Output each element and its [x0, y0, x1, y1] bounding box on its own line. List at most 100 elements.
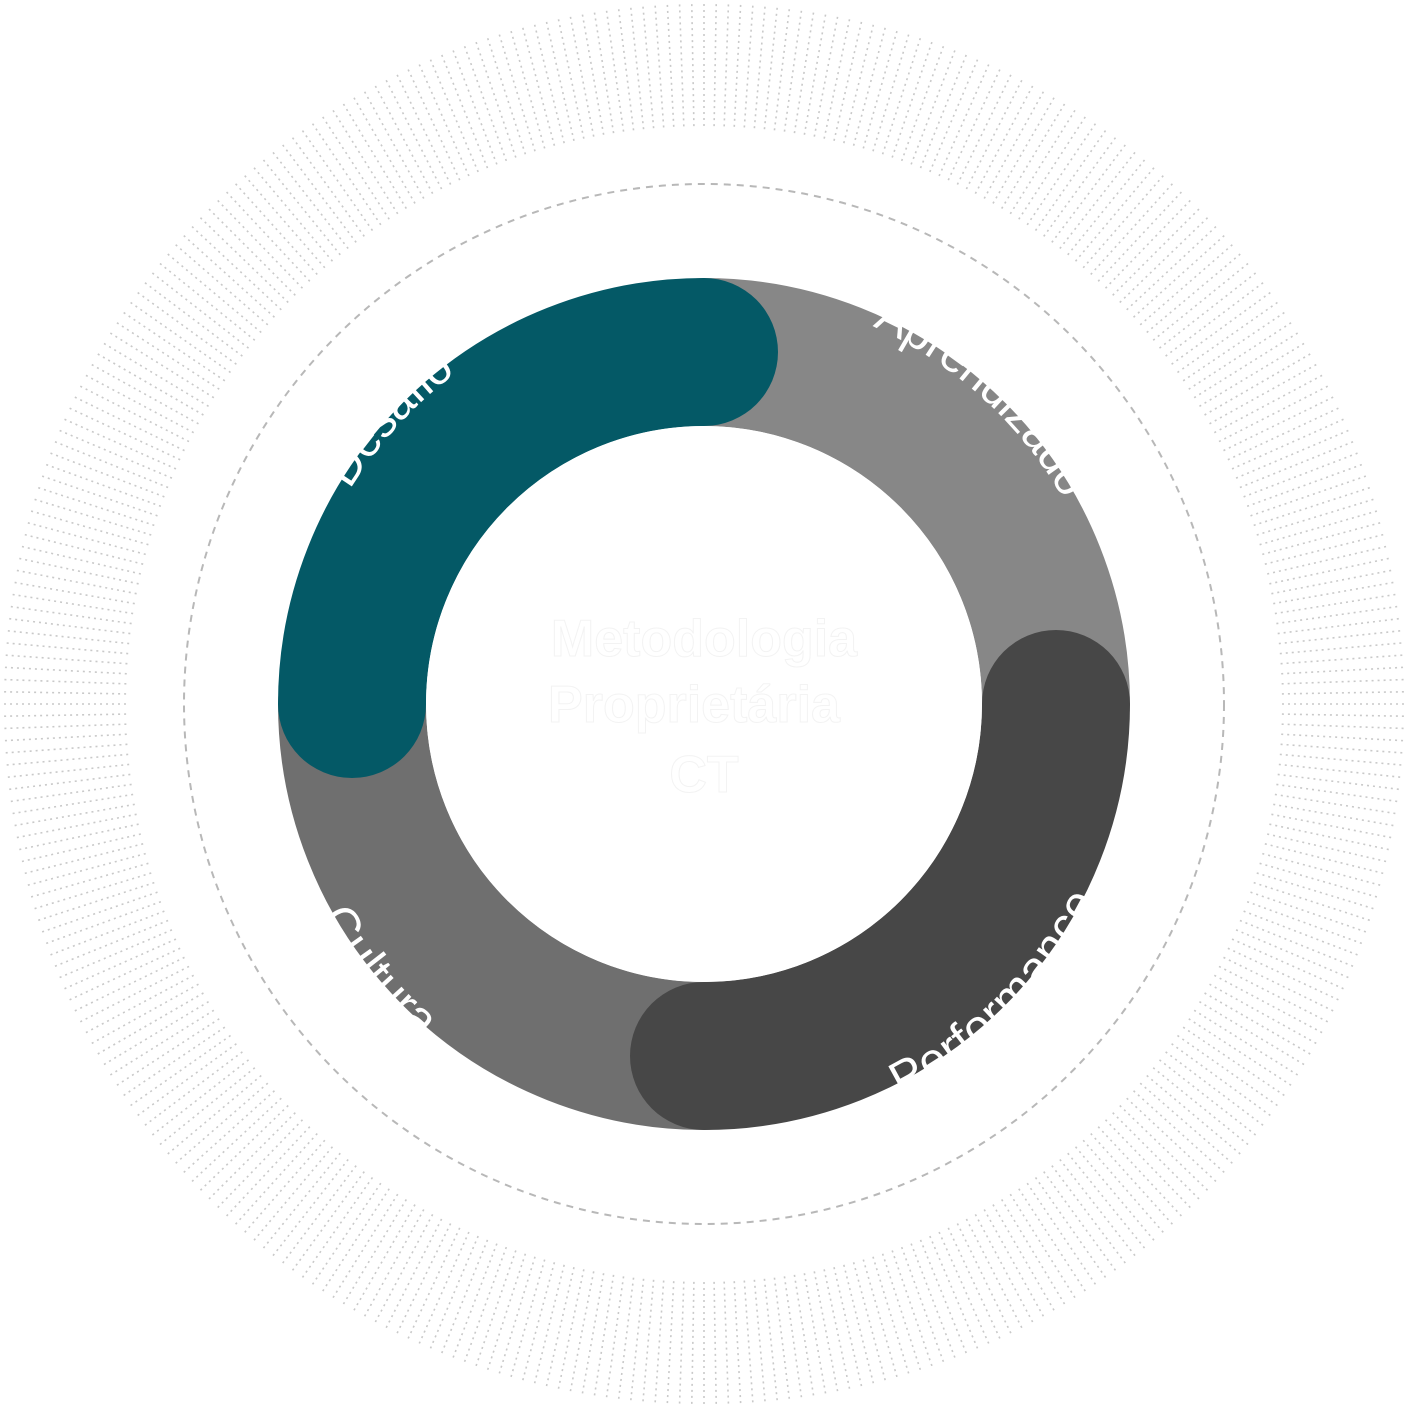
tick-mark: [1090, 1133, 1175, 1227]
tick-mark: [451, 1243, 498, 1360]
tick-mark: [252, 165, 334, 262]
tick-mark: [1250, 891, 1369, 934]
ring-segment-aprendizado: [630, 278, 1130, 778]
tick-mark: [135, 1043, 237, 1118]
tick-mark: [1223, 395, 1336, 452]
tick-mark: [581, 1273, 605, 1396]
tick-mark: [7, 773, 131, 791]
tick-mark: [14, 569, 137, 595]
tick-mark: [891, 1250, 934, 1369]
tick-mark: [862, 1259, 899, 1380]
ring-segment-performance: [630, 630, 1130, 1130]
tick-mark: [823, 17, 851, 139]
tick-mark: [25, 852, 146, 887]
tick-mark: [1223, 956, 1336, 1013]
tick-mark: [89, 983, 199, 1046]
tick-mark: [992, 95, 1056, 204]
tick-mark: [19, 833, 141, 863]
tick-mark: [509, 1259, 546, 1380]
tick-mark: [1188, 1018, 1294, 1088]
tick-mark: [8, 783, 132, 803]
tick-mark: [974, 1213, 1035, 1325]
tick-mark: [900, 44, 945, 162]
tick-mark: [965, 1218, 1024, 1330]
tick-mark: [384, 1218, 443, 1330]
tick-mark: [331, 108, 399, 215]
tick-mark: [843, 1264, 875, 1386]
tick-mark: [22, 843, 144, 875]
tick-mark: [1104, 1119, 1193, 1210]
tick-mark: [509, 28, 546, 149]
tick-mark: [39, 474, 158, 517]
tick-mark: [1059, 150, 1137, 250]
tick-mark: [233, 181, 318, 275]
tick-mark: [165, 252, 262, 334]
tick-mark: [803, 12, 827, 135]
tick-mark: [181, 1090, 275, 1175]
tick-mark: [341, 1199, 407, 1307]
tick-mark: [5, 763, 130, 779]
tick-mark: [593, 10, 615, 134]
tick-mark: [1171, 290, 1273, 365]
tick-mark: [605, 1276, 625, 1400]
tick-mark: [1193, 331, 1300, 399]
tick-mark: [666, 1281, 675, 1406]
tick-mark: [753, 4, 766, 129]
tick-mark: [310, 1182, 382, 1287]
tick-mark: [629, 1278, 645, 1403]
tick-mark: [362, 1209, 425, 1319]
tick-mark: [173, 242, 269, 326]
tick-mark: [12, 581, 135, 605]
tick-mark: [1276, 605, 1400, 625]
tick-mark: [198, 1104, 289, 1193]
tick-mark: [763, 1278, 779, 1403]
tick-mark: [1231, 417, 1346, 470]
tick-mark: [2, 678, 127, 685]
tick-mark: [1278, 629, 1403, 645]
tick-mark: [852, 1262, 887, 1383]
tick-mark: [1051, 1165, 1128, 1266]
tick-mark: [12, 803, 135, 827]
tick-mark: [569, 1271, 595, 1394]
tick-mark: [1218, 384, 1330, 443]
center-title-line1: Metodologia: [551, 610, 858, 668]
tick-mark: [1235, 929, 1351, 980]
tick-mark: [763, 5, 779, 130]
tick-mark: [1074, 165, 1156, 262]
tick-mark: [1213, 974, 1325, 1035]
tick-mark: [654, 3, 665, 128]
tick-mark: [2, 733, 127, 742]
tick-mark: [813, 1271, 839, 1394]
tick-mark: [773, 7, 791, 131]
tick-mark: [910, 48, 957, 165]
tick-mark: [1009, 1193, 1077, 1300]
tick-mark: [474, 1250, 517, 1369]
tick-mark: [417, 62, 470, 177]
tick-mark: [373, 1213, 434, 1325]
tick-mark: [803, 1273, 827, 1396]
tick-mark: [181, 233, 275, 318]
tick-mark: [67, 947, 181, 1002]
tick-mark: [121, 1026, 226, 1098]
tick-mark: [617, 7, 635, 131]
tick-mark: [1001, 1199, 1067, 1307]
tick-mark: [128, 300, 231, 374]
tick-mark: [929, 1235, 980, 1351]
tick-mark: [8, 605, 132, 625]
tick-mark: [57, 929, 173, 980]
tick-mark: [1281, 666, 1406, 675]
tick-mark: [486, 1253, 527, 1372]
tick-mark: [406, 1227, 461, 1341]
tick-mark: [1269, 823, 1391, 851]
tick-mark: [440, 52, 489, 169]
tick-mark: [22, 533, 144, 565]
tick-mark: [1227, 947, 1341, 1002]
tick-mark: [67, 406, 181, 461]
tick-mark: [165, 1074, 262, 1156]
tick-mark: [956, 1223, 1013, 1336]
tick-mark: [486, 36, 527, 155]
tick-mark: [1253, 881, 1372, 922]
tick-mark: [417, 1231, 470, 1346]
tick-mark: [83, 373, 195, 434]
